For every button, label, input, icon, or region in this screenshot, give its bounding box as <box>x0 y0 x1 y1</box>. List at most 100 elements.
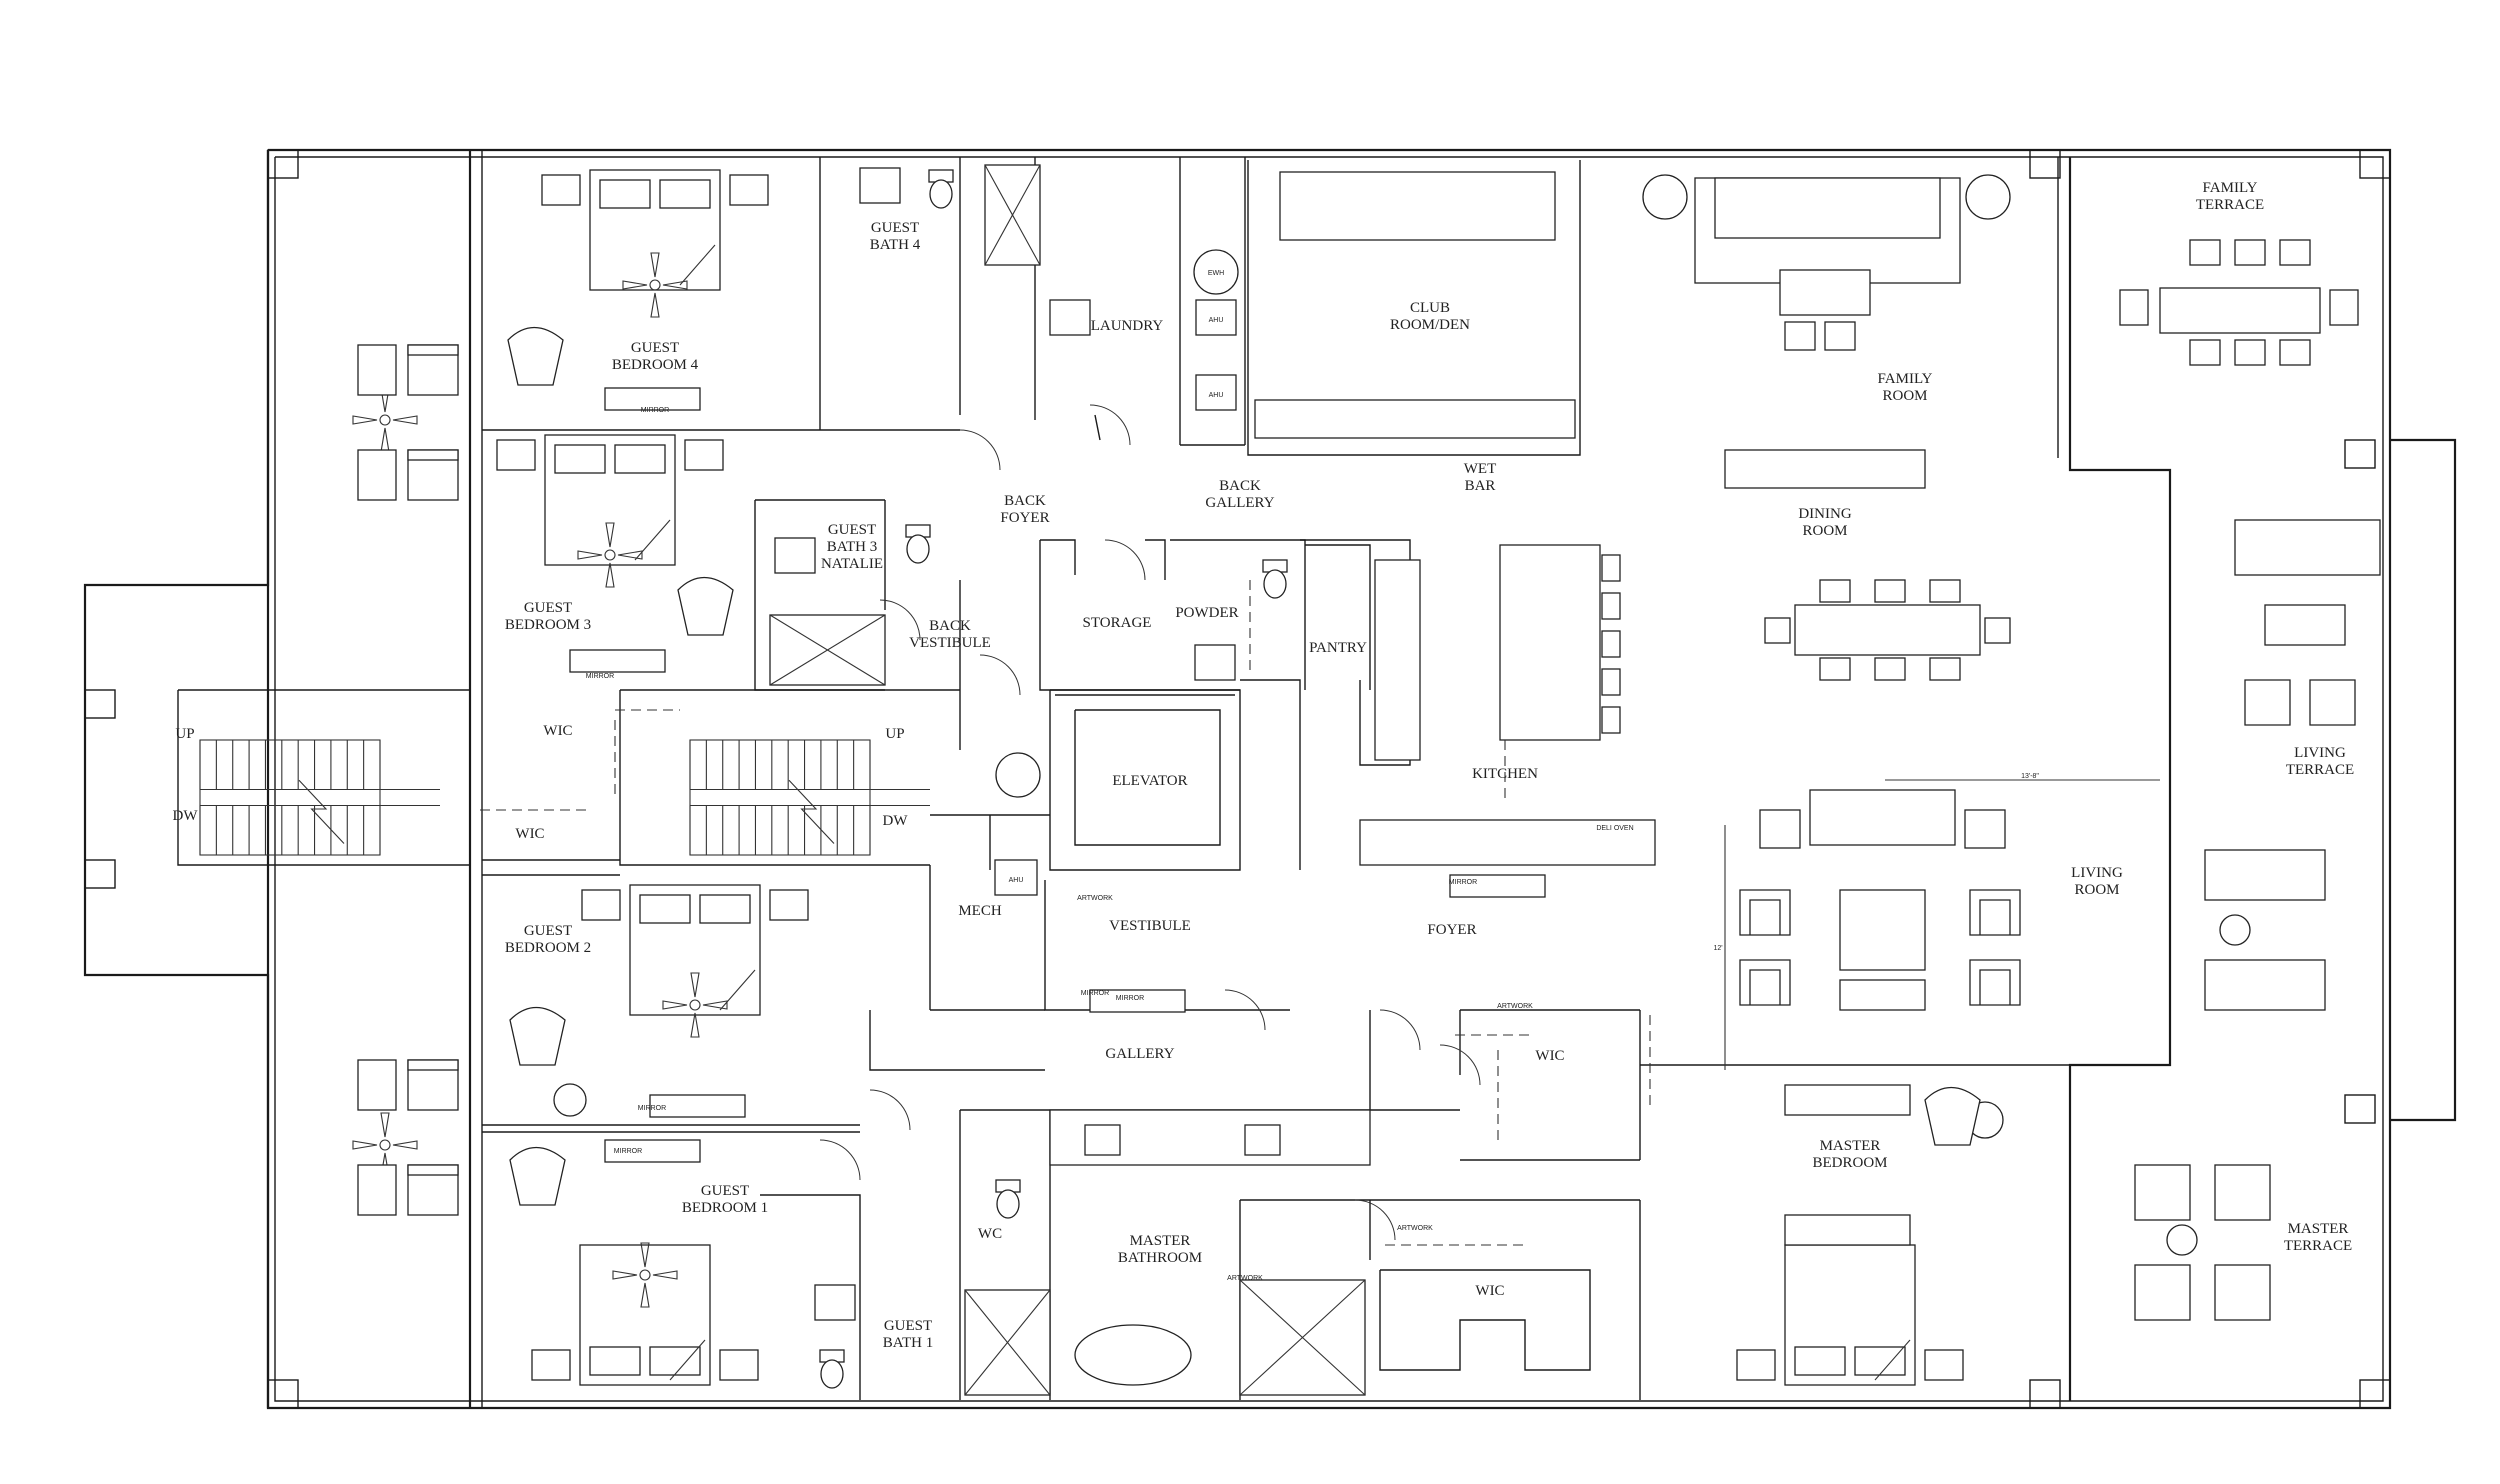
ft-chair-top-1 <box>2234 239 2266 266</box>
closet-rail-0 <box>614 709 680 800</box>
ft-chair-end-b <box>2329 289 2359 326</box>
bed-guest-3-pillow-a <box>554 444 606 474</box>
fan-guest-1-blades <box>612 1242 678 1308</box>
sink-0 <box>859 167 901 204</box>
sink-4 <box>1049 299 1091 336</box>
room-label-line: POWDER <box>1175 605 1238 621</box>
shower-master-b-x2 <box>1239 1279 1366 1396</box>
stair-right-down-label: DW <box>883 813 909 829</box>
terrace-side-2 <box>357 1059 397 1111</box>
dresser-5 <box>1449 874 1546 898</box>
room-label-wc: WC <box>978 1226 1002 1242</box>
tag-mirror-1: MIRROR <box>641 407 669 414</box>
dining-chair-end-b <box>1984 617 2011 644</box>
fan-guest-1-hub <box>639 1269 651 1281</box>
master-terrace-chair-2 <box>2134 1264 2191 1321</box>
partition-15 <box>1145 539 1166 580</box>
ft-chair-bottom-1 <box>2234 339 2266 366</box>
club-sofa <box>1279 171 1556 241</box>
dresser-2 <box>649 1094 746 1118</box>
family-terrace-table <box>2159 287 2321 334</box>
ahu-box-2 <box>1195 374 1237 411</box>
dining-chair-top-0 <box>1819 579 1851 603</box>
equipment-label-ahu-2: AHU <box>1209 392 1224 399</box>
room-label-wic-3: WIC <box>1535 1048 1564 1064</box>
column-1 <box>2359 149 2391 179</box>
door-swing-9 <box>1104 539 1146 581</box>
door-swing-2 <box>1089 404 1131 446</box>
room-label-line: STORAGE <box>1083 615 1152 631</box>
room-label-line: TERRACE <box>2284 1238 2352 1254</box>
right-wing-wall <box>2390 438 2457 1122</box>
equipment-label-ewh: EWH <box>1208 270 1224 277</box>
room-label-elevator: ELEVATOR <box>1112 773 1187 789</box>
living-chair-2 <box>1969 889 2021 936</box>
dining-chair-bottom-1 <box>1874 657 1906 681</box>
ewh-tank <box>1193 249 1239 295</box>
bed-master <box>1736 1244 1964 1386</box>
toilet-powder <box>1262 559 1288 599</box>
column-9 <box>84 859 116 889</box>
room-label-wic-2: WIC <box>515 826 544 842</box>
terrace-side-0 <box>357 344 397 396</box>
dining-chair-top-2 <box>1929 579 1961 603</box>
fan-guest-4-hub <box>649 279 661 291</box>
master-sink-a <box>1084 1124 1121 1156</box>
room-label-gallery: GALLERY <box>1105 1046 1174 1062</box>
dresser-4 <box>1089 989 1186 1013</box>
island-stool-2 <box>1601 630 1621 658</box>
tag-artwork-1: ARTWORK <box>1077 895 1113 902</box>
lounge-chair-0 <box>507 327 564 386</box>
tag-artwork-2: ARTWORK <box>1497 1003 1533 1010</box>
tag-mirror-7: MIRROR <box>1081 990 1109 997</box>
lounge-chair-2 <box>509 1007 566 1066</box>
room-label-wic-4: WIC <box>1475 1283 1504 1299</box>
ahu-box-3 <box>994 859 1038 896</box>
room-label-line: TERRACE <box>2196 197 2264 213</box>
room-label-line: WIC <box>1535 1048 1564 1064</box>
bed-master-nightstand-a <box>1736 1349 1776 1381</box>
partition-46 <box>1379 1269 1591 1371</box>
stair-left-break <box>298 779 345 844</box>
bed-master-pillow-a <box>1794 1346 1846 1376</box>
ft-chair-top-0 <box>2189 239 2221 266</box>
partition-25 <box>1049 689 1241 871</box>
lounge-chair-1 <box>677 577 734 636</box>
living-chair-0 <box>1739 889 1791 936</box>
fan-guest-3-hub <box>604 549 616 561</box>
room-label-line: GUEST <box>524 923 572 939</box>
stair-right-break <box>788 779 835 844</box>
living-side-a <box>1759 809 1801 849</box>
partition-20 <box>177 690 470 866</box>
island-stool-3 <box>1601 668 1621 696</box>
room-label-line: BATH 4 <box>870 237 921 253</box>
water-heater <box>995 752 1041 798</box>
fan-terrace-top-hub <box>379 414 391 426</box>
bed-master-turndown <box>1874 1339 1911 1381</box>
bed-guest-1-pillow-b <box>649 1346 701 1376</box>
bed-master-nightstand-b <box>1924 1349 1964 1381</box>
room-label-line: MASTER <box>2288 1221 2349 1237</box>
column-4 <box>2029 149 2061 179</box>
shower-bath-3-x2 <box>769 614 886 686</box>
dining-chair-bottom-0 <box>1819 657 1851 681</box>
sink-2 <box>1194 644 1236 681</box>
kitchen-range-wall <box>1374 559 1421 761</box>
terrace-chair-2-back <box>407 1059 459 1071</box>
master-tub <box>1074 1324 1192 1386</box>
room-label-line: BEDROOM 4 <box>612 357 699 373</box>
terrace-lounger-b <box>2204 959 2326 1011</box>
room-label-line: BAR <box>1465 478 1496 494</box>
bed-guest-1-turndown <box>669 1339 706 1381</box>
room-label-line: BATH 1 <box>883 1335 933 1351</box>
room-label-line: FOYER <box>1427 922 1476 938</box>
room-label-line: LIVING <box>2294 745 2346 761</box>
partition-4 <box>1094 414 1101 441</box>
